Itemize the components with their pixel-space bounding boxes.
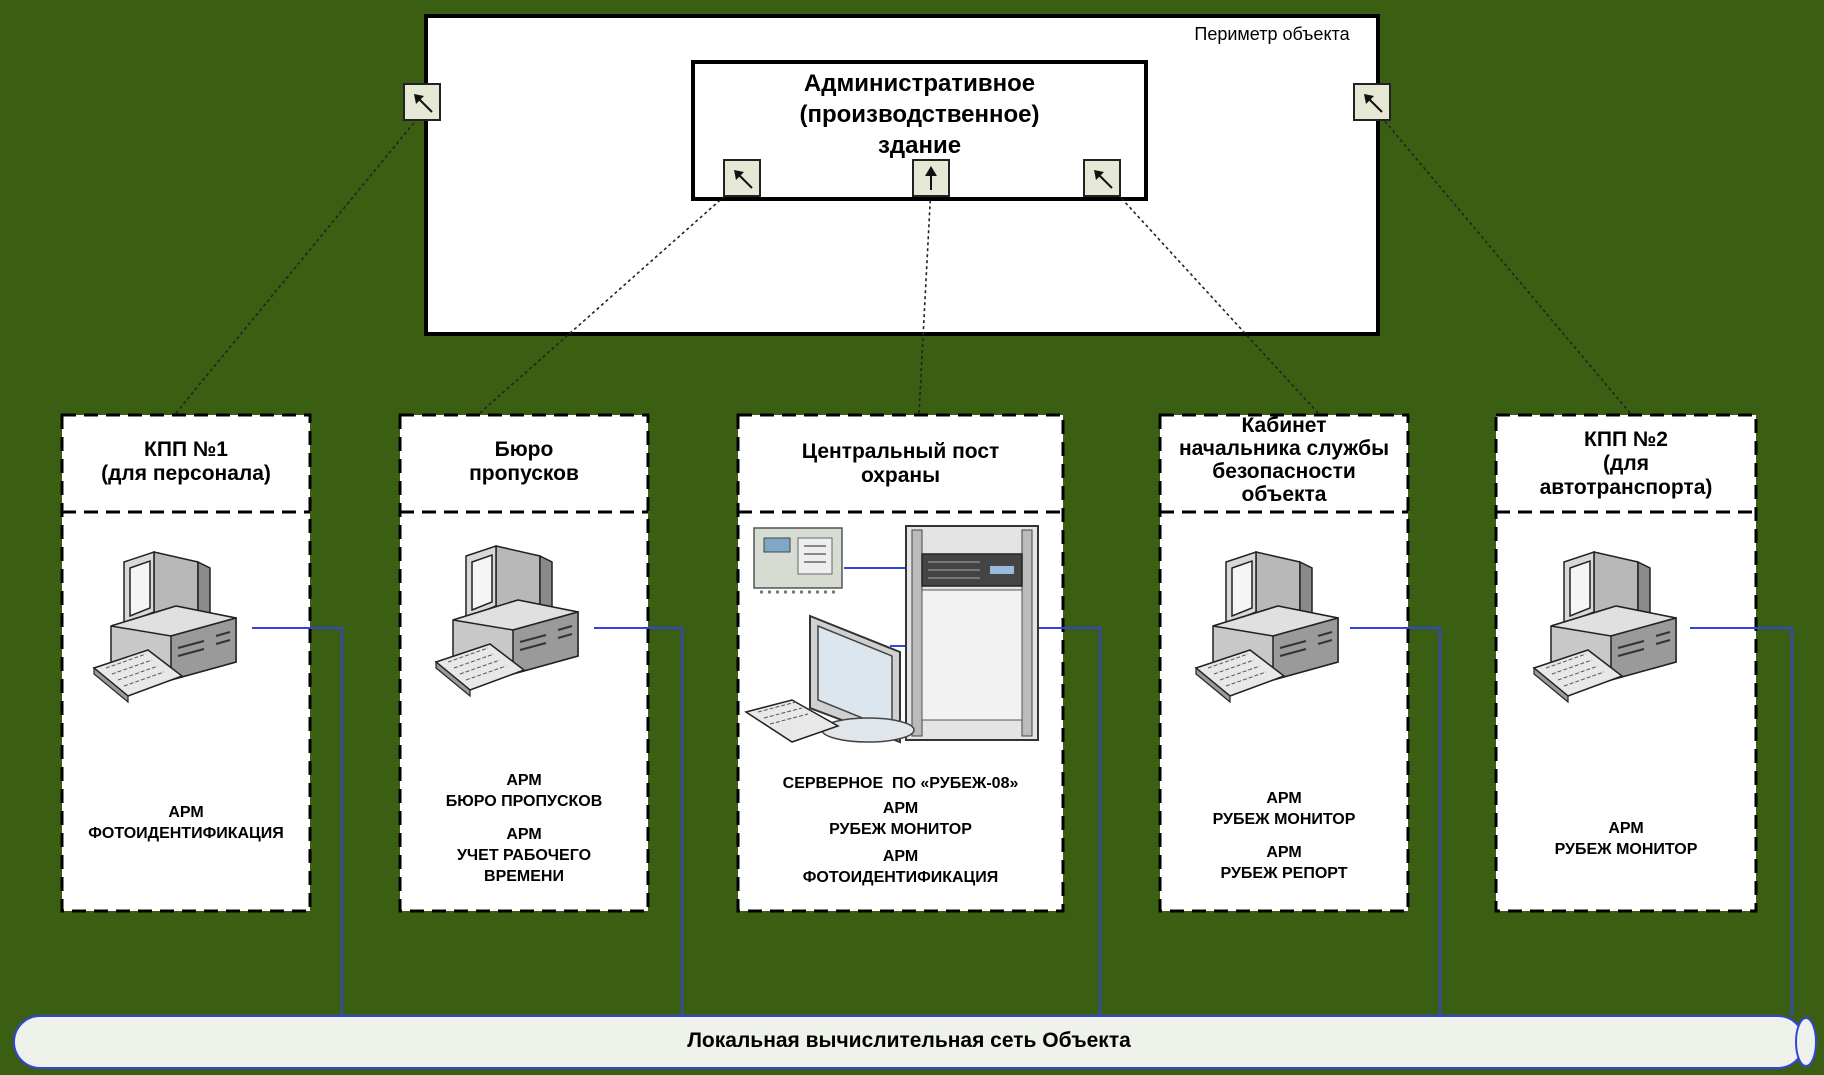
controller-panel-icon <box>753 527 843 594</box>
post-title: Бюро пропусков <box>469 438 579 485</box>
monitor-icon <box>809 614 915 744</box>
card-reader-icon <box>912 159 950 197</box>
post-apps: СЕРВЕРНОЕ ПО «РУБЕЖ-08» АРМ РУБЕЖ МОНИТО… <box>782 775 1019 886</box>
post-apps: АРМ БЮРО ПРОПУСКОВ АРМ УЧЕТ РАБОЧЕГО ВРЕ… <box>445 772 603 885</box>
post-title: Центральный пост охраны <box>801 440 1000 487</box>
card-reader-icon <box>1083 159 1121 197</box>
lan-links <box>252 567 1793 1016</box>
post-title: КПП №2 (для автотранспорта) <box>1539 428 1713 499</box>
post-title: Кабинет начальника службы безопасности о… <box>1178 414 1390 506</box>
post-title: КПП №1 (для персонала) <box>101 438 271 485</box>
card-reader-icon <box>1353 83 1391 121</box>
lan-pipe <box>13 1015 1817 1069</box>
perimeter-label: Периметр объекта <box>1194 24 1350 44</box>
building-title: Административное (производственное) здан… <box>799 70 1040 159</box>
card-reader-icon <box>403 83 441 121</box>
server-rack-icon <box>905 525 1039 741</box>
post-apps: АРМ РУБЕЖ МОНИТОР АРМ РУБЕЖ РЕПОРТ <box>1212 790 1356 882</box>
post-apps: АРМ ФОТОИДЕНТИФИКАЦИЯ <box>88 804 284 842</box>
post-apps: АРМ РУБЕЖ МОНИТОР <box>1554 820 1698 858</box>
card-reader-icon <box>723 159 761 197</box>
lan-label: Локальная вычислительная сеть Объекта <box>687 1029 1131 1052</box>
keyboard-icon <box>744 699 840 743</box>
